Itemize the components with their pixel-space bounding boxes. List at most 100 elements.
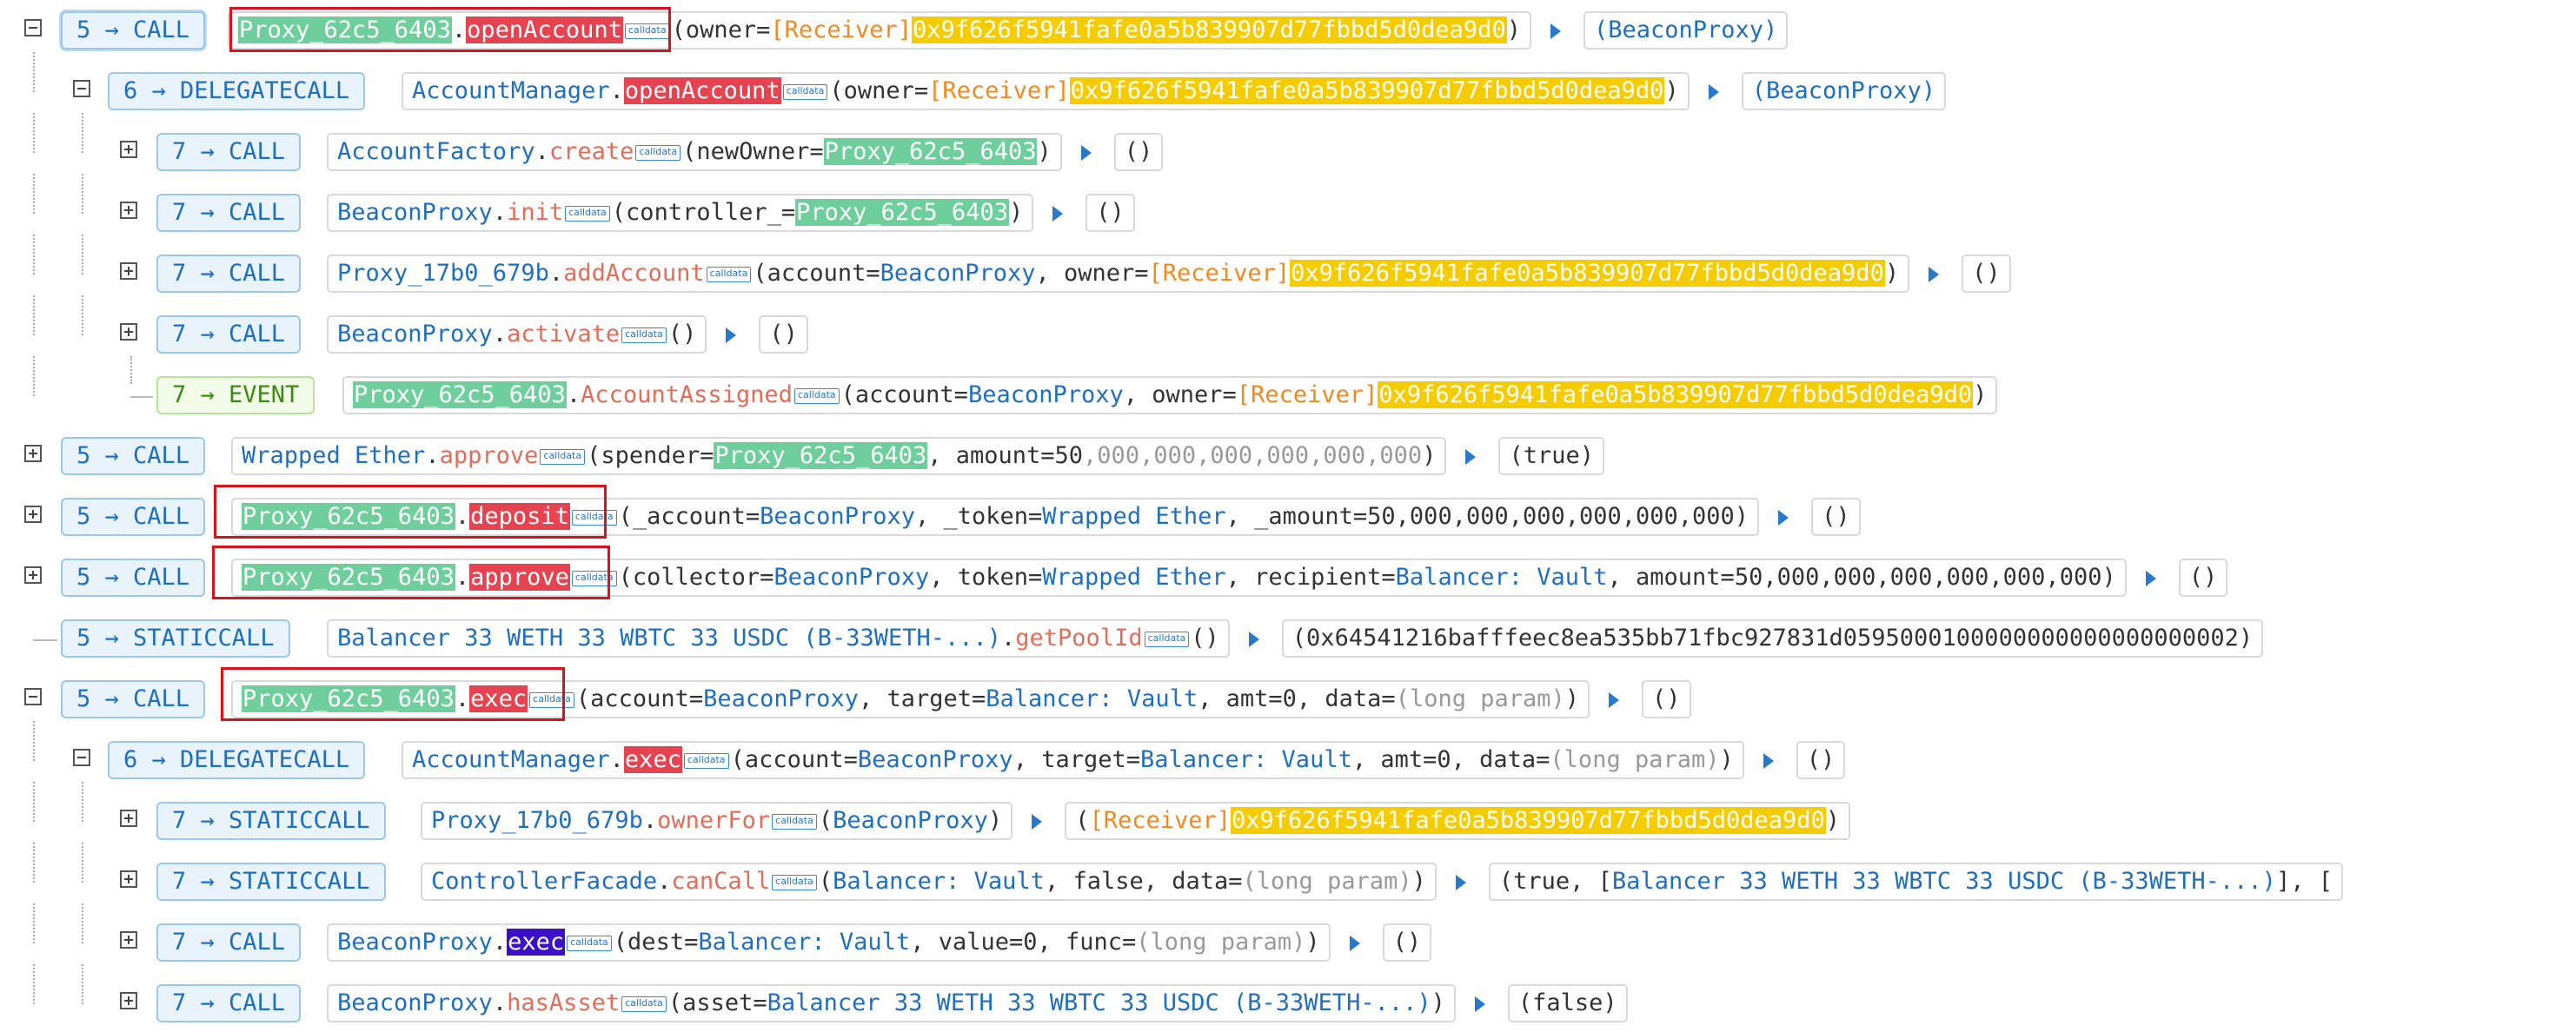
call-badge[interactable]: 5 → CALL bbox=[61, 11, 206, 50]
function-name[interactable]: exec bbox=[507, 929, 566, 956]
expand-toggle[interactable] bbox=[24, 566, 42, 584]
expand-arrow-icon[interactable] bbox=[1609, 691, 1620, 708]
expand-toggle[interactable] bbox=[120, 202, 137, 219]
call-badge[interactable]: 7 → CALL bbox=[156, 194, 302, 232]
expand-toggle[interactable] bbox=[120, 323, 137, 341]
address-label[interactable]: Proxy_62c5_6403 bbox=[242, 564, 455, 591]
function-name[interactable]: approve bbox=[469, 564, 570, 591]
expand-arrow-icon[interactable] bbox=[2145, 570, 2156, 586]
call-badge[interactable]: 7 → STATICCALL bbox=[156, 863, 386, 901]
call-badge[interactable]: 6 → DELEGATECALL bbox=[108, 741, 366, 779]
trace-row[interactable]: 5 → STATICCALL Balancer 33 WETH 33 WBTC … bbox=[0, 606, 2576, 667]
address-label[interactable]: Proxy_62c5_6403 bbox=[242, 685, 455, 712]
calldata-icon[interactable]: calldata bbox=[772, 813, 817, 830]
expand-arrow-icon[interactable] bbox=[1708, 83, 1719, 100]
address-hex[interactable]: 0x9f626f5941fafe0a5b839907d77fbbd5d0dea9… bbox=[1290, 260, 1885, 287]
call-badge[interactable]: 7 → CALL bbox=[156, 315, 302, 354]
function-name[interactable]: openAccount bbox=[466, 17, 623, 43]
call-badge[interactable]: 7 → CALL bbox=[156, 133, 302, 171]
expand-arrow-icon[interactable] bbox=[1763, 752, 1774, 769]
calldata-icon[interactable]: calldata bbox=[567, 935, 612, 951]
expand-arrow-icon[interactable] bbox=[1080, 144, 1092, 161]
address-hex[interactable]: 0x9f626f5941fafe0a5b839907d77fbbd5d0dea9… bbox=[911, 17, 1507, 43]
function-name[interactable]: openAccount bbox=[623, 77, 781, 104]
expand-arrow-icon[interactable] bbox=[1455, 874, 1466, 890]
calldata-icon[interactable]: calldata bbox=[565, 205, 610, 222]
call-badge[interactable]: 5 → CALL bbox=[61, 498, 206, 536]
address-label[interactable]: Proxy_62c5_6403 bbox=[242, 503, 455, 530]
call-badge[interactable]: 5 → CALL bbox=[61, 680, 206, 718]
address-label[interactable]: Proxy_62c5_6403 bbox=[238, 17, 452, 43]
calldata-icon[interactable]: calldata bbox=[706, 266, 752, 282]
call-badge[interactable]: 6 → DELEGATECALL bbox=[108, 72, 366, 110]
expand-toggle[interactable] bbox=[24, 506, 42, 523]
trace-row[interactable]: 6 → DELEGATECALL AccountManager.openAcco… bbox=[0, 52, 2576, 120]
calldata-icon[interactable]: calldata bbox=[571, 570, 617, 586]
expand-toggle[interactable] bbox=[120, 141, 137, 158]
expand-toggle[interactable] bbox=[120, 870, 137, 888]
calldata-icon[interactable]: calldata bbox=[782, 83, 828, 100]
expand-arrow-icon[interactable] bbox=[1474, 996, 1485, 1012]
function-name[interactable]: exec bbox=[623, 746, 682, 773]
calldata-icon[interactable]: calldata bbox=[635, 144, 681, 161]
expand-arrow-icon[interactable] bbox=[1550, 23, 1561, 39]
call-badge[interactable]: 5 → STATICCALL bbox=[61, 619, 290, 658]
calldata-icon[interactable]: calldata bbox=[529, 691, 574, 708]
calldata-icon[interactable]: calldata bbox=[621, 996, 667, 1012]
call-badge[interactable]: 5 → CALL bbox=[61, 559, 206, 597]
calldata-icon[interactable]: calldata bbox=[1144, 631, 1190, 647]
address-hex[interactable]: 0x9f626f5941fafe0a5b839907d77fbbd5d0dea9… bbox=[1378, 381, 1974, 408]
calldata-icon[interactable]: calldata bbox=[621, 327, 667, 343]
calldata-icon[interactable]: calldata bbox=[540, 448, 586, 465]
collapse-toggle[interactable] bbox=[24, 688, 42, 705]
collapse-toggle[interactable] bbox=[73, 80, 90, 97]
expand-arrow-icon[interactable] bbox=[1032, 813, 1043, 830]
expand-arrow-icon[interactable] bbox=[1349, 935, 1360, 951]
expand-toggle[interactable] bbox=[120, 262, 137, 280]
call-badge[interactable]: 7 → CALL bbox=[156, 923, 302, 962]
collapse-toggle[interactable] bbox=[73, 749, 90, 766]
calldata-icon[interactable]: calldata bbox=[571, 509, 617, 526]
expand-toggle[interactable] bbox=[24, 445, 42, 462]
expand-toggle[interactable] bbox=[120, 931, 137, 949]
calldata-icon[interactable]: calldata bbox=[793, 387, 840, 404]
function-name[interactable]: exec bbox=[469, 685, 528, 712]
trace-row[interactable]: 7 → EVENT Proxy_62c5_6403.AccountAssigne… bbox=[0, 356, 2576, 424]
call-badge[interactable]: 5 → CALL bbox=[61, 437, 206, 475]
call-signature[interactable]: Balancer 33 WETH 33 WBTC 33 USDC (B-33WE… bbox=[327, 619, 1230, 658]
expand-arrow-icon[interactable] bbox=[1052, 205, 1064, 222]
call-badge[interactable]: 7 → CALL bbox=[156, 984, 302, 1022]
expand-toggle[interactable] bbox=[120, 810, 137, 827]
expand-arrow-icon[interactable] bbox=[1248, 631, 1259, 647]
function-name[interactable]: deposit bbox=[469, 503, 570, 530]
collapse-toggle[interactable] bbox=[24, 19, 42, 36]
address-hex[interactable]: 0x9f626f5941fafe0a5b839907d77fbbd5d0dea9… bbox=[1069, 77, 1665, 104]
calldata-icon[interactable]: calldata bbox=[772, 874, 817, 890]
